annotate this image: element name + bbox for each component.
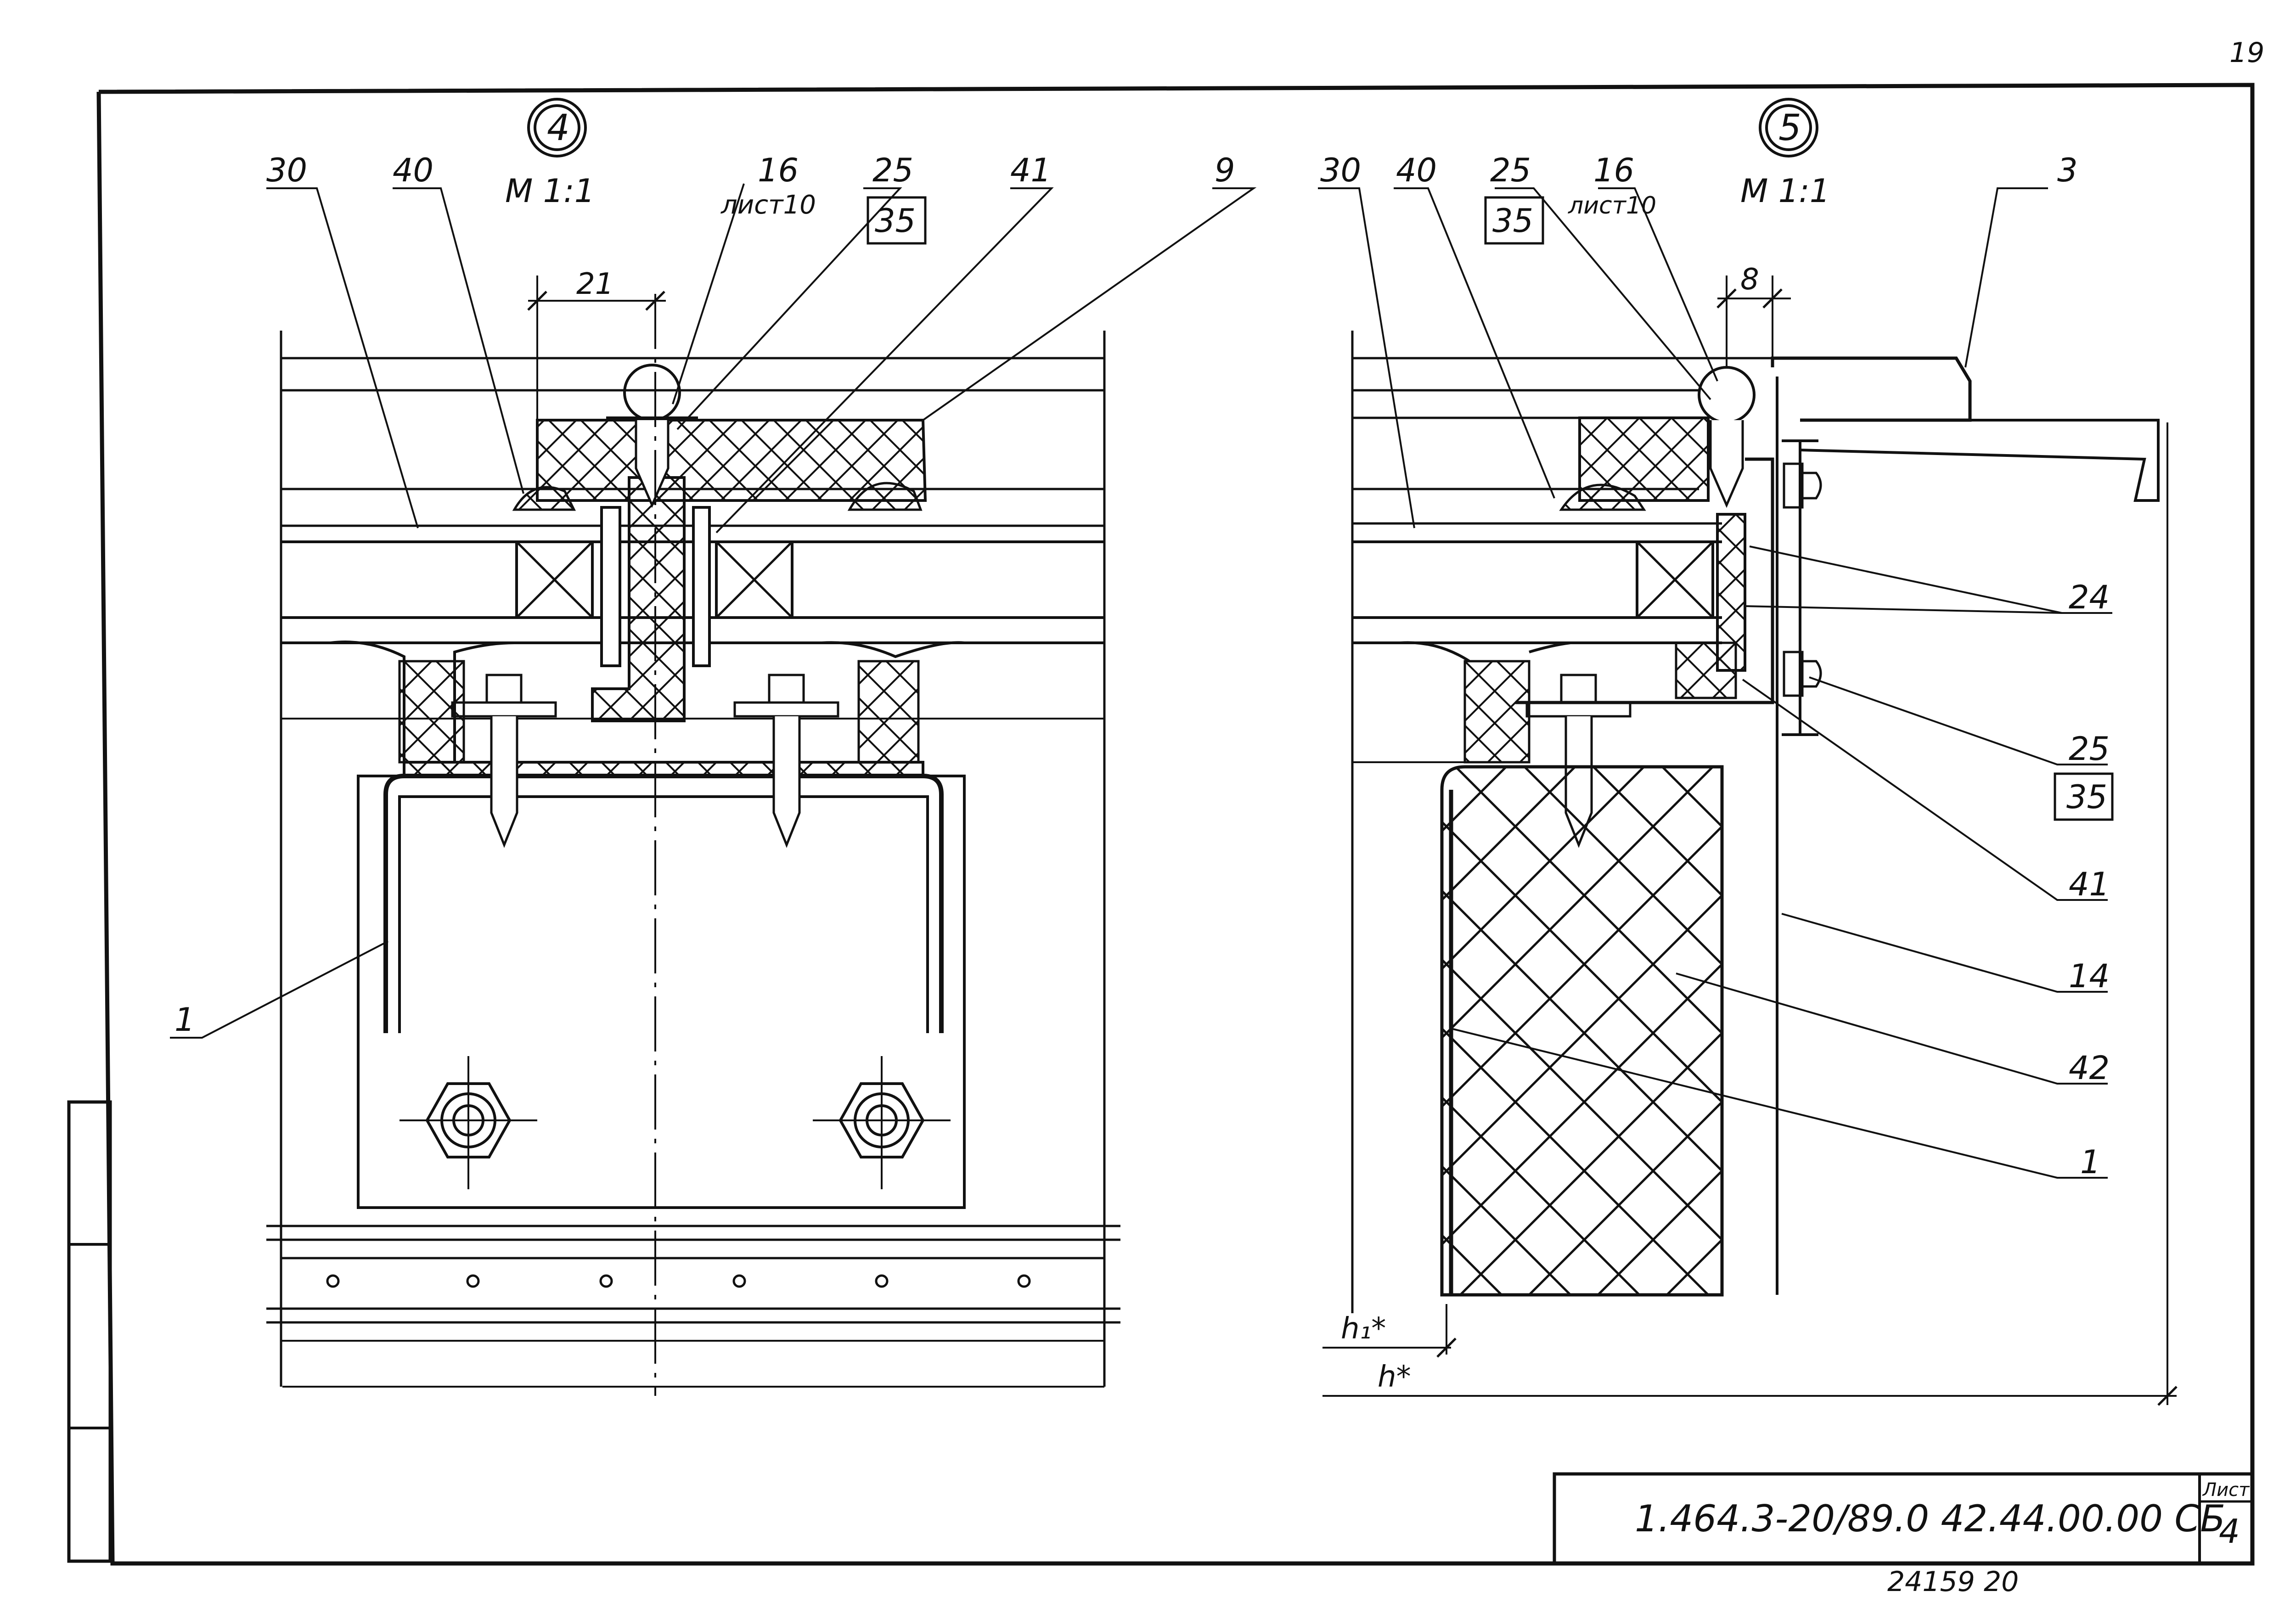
detail-view-4 (170, 98, 1257, 1396)
view5-dimension-8: 8 (1740, 263, 1759, 297)
view5-callout-16-sheet: лист10 (1568, 192, 1656, 219)
view5-callout-30: 30 (1320, 152, 1361, 189)
view4-callout-40: 40 (393, 152, 433, 189)
document-code: 1.464.3-20/89.0 42.44.00.00 СБ (1635, 1497, 2225, 1540)
view5-callout-35: 35 (1492, 202, 1533, 240)
view5-dimension-h: h* (1378, 1360, 1411, 1394)
view4-callout-41: 41 (1010, 152, 1051, 189)
view5-callout-25b: 25 (2069, 730, 2110, 768)
view5-circle-label: 5 (1778, 107, 1801, 149)
view4-callout-16: 16 (758, 152, 799, 189)
view5-callout-1: 1 (2080, 1143, 2101, 1181)
screw-right (733, 674, 839, 848)
view4-scale: М 1:1 (505, 172, 595, 210)
view5-callout-40: 40 (1396, 152, 1437, 189)
archive-number: 24159 20 (1887, 1566, 2019, 1598)
view5-callout-42: 42 (2069, 1049, 2110, 1087)
view5-scale: М 1:1 (1740, 172, 1830, 210)
view5-callout-25: 25 (1490, 152, 1531, 189)
page-number: 19 (2229, 37, 2264, 69)
sheet-number: 4 (2219, 1512, 2240, 1551)
view5-callout-16: 16 (1593, 152, 1634, 189)
sheet-label: Лист (2202, 1479, 2250, 1501)
view5-callout-3: 3 (2057, 152, 2078, 189)
nut-right (813, 1056, 951, 1189)
sheet-frame (67, 83, 2255, 1566)
screw-left (451, 674, 557, 848)
view5-callout-35b: 35 (2066, 778, 2107, 816)
view4-callout-35: 35 (875, 202, 916, 240)
view4-callout-25: 25 (872, 152, 913, 189)
view4-circle-label: 4 (547, 107, 570, 149)
view5-callout-41: 41 (2069, 866, 2110, 903)
view4-dimension-21: 21 (576, 267, 613, 301)
detail-view-5 (1318, 98, 2178, 1406)
view5-callout-24: 24 (2069, 579, 2110, 616)
view5-dimension-h1: h₁* (1341, 1312, 1386, 1346)
view4-callout-16-sheet: лист10 (720, 190, 816, 220)
view5-callout-14: 14 (2069, 957, 2110, 995)
view4-callout-30: 30 (266, 152, 307, 189)
nut-left (400, 1056, 537, 1189)
view4-callout-1: 1 (174, 1001, 195, 1039)
view4-callout-9: 9 (1215, 152, 1235, 189)
